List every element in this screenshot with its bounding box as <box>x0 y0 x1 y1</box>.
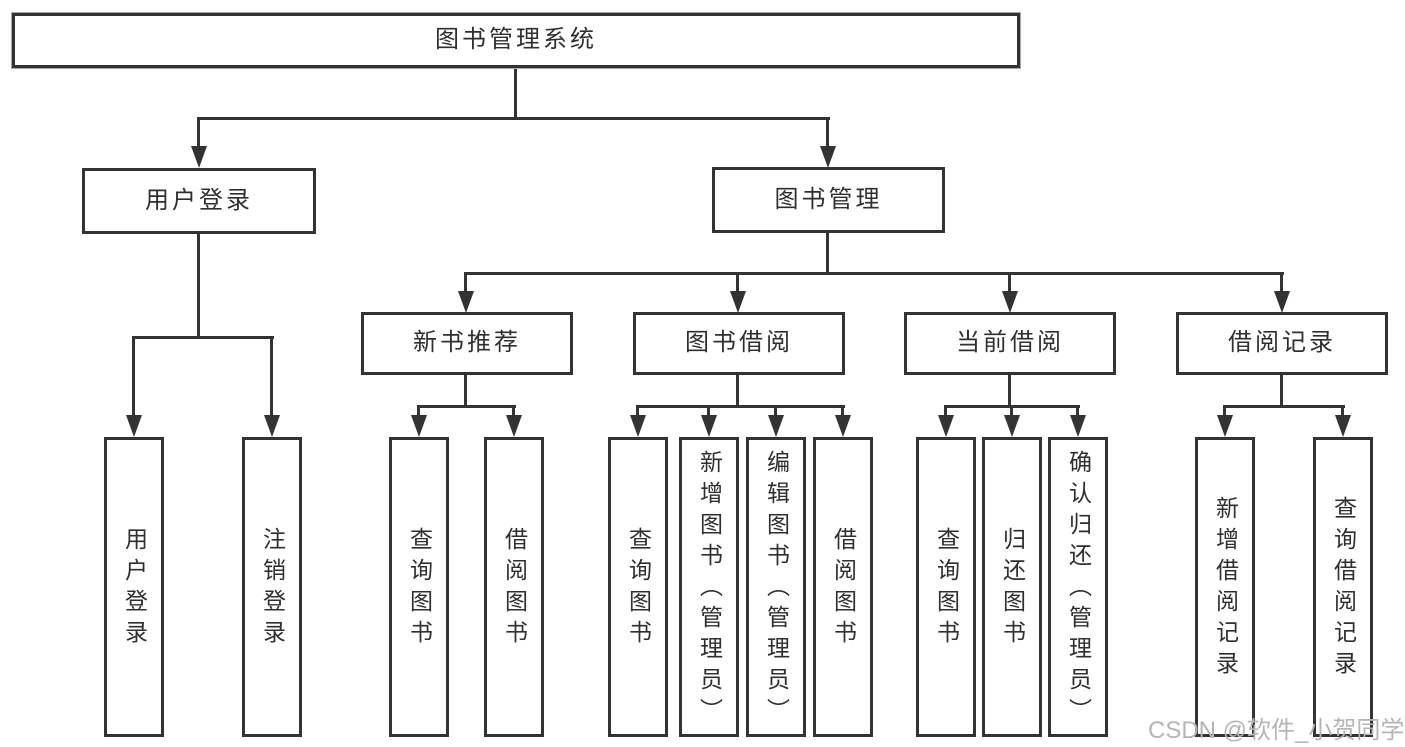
leaf-user-login: 用户登录 <box>104 437 164 737</box>
leaf-logout: 注销登录 <box>242 437 302 737</box>
arrow-down-icon <box>1274 291 1290 313</box>
connector-line <box>197 117 830 120</box>
arrow-down-icon <box>1217 415 1233 437</box>
connector-line <box>944 405 947 419</box>
node-book-management: 图书管理 <box>712 167 945 233</box>
connector-line <box>270 336 273 420</box>
connector-line <box>1223 405 1226 419</box>
node-book-borrow: 图书借阅 <box>633 312 845 375</box>
leaf-edit-books-admin: 编辑图书（管理员） <box>746 437 806 737</box>
connector-line <box>736 375 739 407</box>
connector-line <box>636 405 639 419</box>
node-new-book-recommend: 新书推荐 <box>361 312 573 375</box>
leaf-query-books-borrow: 查询图书 <box>608 437 668 737</box>
arrow-down-icon <box>191 146 207 168</box>
arrow-down-icon <box>1335 415 1351 437</box>
arrow-down-icon <box>1002 291 1018 313</box>
leaf-query-borrow-record: 查询借阅记录 <box>1313 437 1373 737</box>
connector-line <box>1076 405 1079 419</box>
arrow-down-icon <box>411 415 427 437</box>
node-user-login: 用户登录 <box>82 168 316 234</box>
arrow-down-icon <box>1004 415 1020 437</box>
connector-line <box>512 405 515 419</box>
leaf-query-books-current: 查询图书 <box>916 437 976 737</box>
arrow-down-icon <box>1070 415 1086 437</box>
arrow-down-icon <box>458 291 474 313</box>
connector-line <box>417 405 516 408</box>
connector-line <box>464 272 1284 275</box>
arrow-down-icon <box>264 415 280 437</box>
connector-line <box>514 68 517 119</box>
connector-line <box>1280 272 1283 294</box>
leaf-confirm-return-admin: 确认归还（管理员） <box>1048 437 1108 737</box>
leaf-add-books-admin: 新增图书（管理员） <box>679 437 739 737</box>
connector-line <box>736 272 739 294</box>
node-borrow-records: 借阅记录 <box>1176 312 1388 375</box>
connector-line <box>197 117 200 148</box>
arrow-down-icon <box>938 415 954 437</box>
arrow-down-icon <box>630 415 646 437</box>
arrow-down-icon <box>820 146 836 168</box>
leaf-add-borrow-record: 新增借阅记录 <box>1195 437 1255 737</box>
connector-line <box>417 405 420 419</box>
arrow-down-icon <box>730 291 746 313</box>
connector-line <box>1008 375 1011 407</box>
connector-line <box>1280 375 1283 407</box>
connector-line <box>464 272 467 294</box>
leaf-borrow-books-recommend: 借阅图书 <box>484 437 544 737</box>
arrow-down-icon <box>835 415 851 437</box>
connector-line <box>1008 272 1011 294</box>
arrow-down-icon <box>768 415 784 437</box>
connector-line <box>707 405 710 419</box>
leaf-borrow-books: 借阅图书 <box>813 437 873 737</box>
node-library-system: 图书管理系统 <box>12 13 1020 68</box>
connector-line <box>464 375 467 407</box>
connector-line <box>636 405 845 408</box>
connector-line <box>1223 405 1345 408</box>
arrow-down-icon <box>506 415 522 437</box>
connector-line <box>197 234 200 338</box>
connector-line <box>1341 405 1344 419</box>
leaf-return-books: 归还图书 <box>982 437 1042 737</box>
arrow-down-icon <box>126 415 142 437</box>
connector-line <box>826 117 829 148</box>
node-current-borrow: 当前借阅 <box>904 312 1116 375</box>
connector-line <box>826 233 829 274</box>
arrow-down-icon <box>701 415 717 437</box>
watermark: CSDN @软件_小贺同学 <box>1148 717 1405 744</box>
connector-line <box>774 405 777 419</box>
connector-line <box>1010 405 1013 419</box>
connector-line <box>132 336 274 339</box>
connector-line <box>132 336 135 420</box>
connector-line <box>841 405 844 419</box>
leaf-query-books-recommend: 查询图书 <box>389 437 449 737</box>
